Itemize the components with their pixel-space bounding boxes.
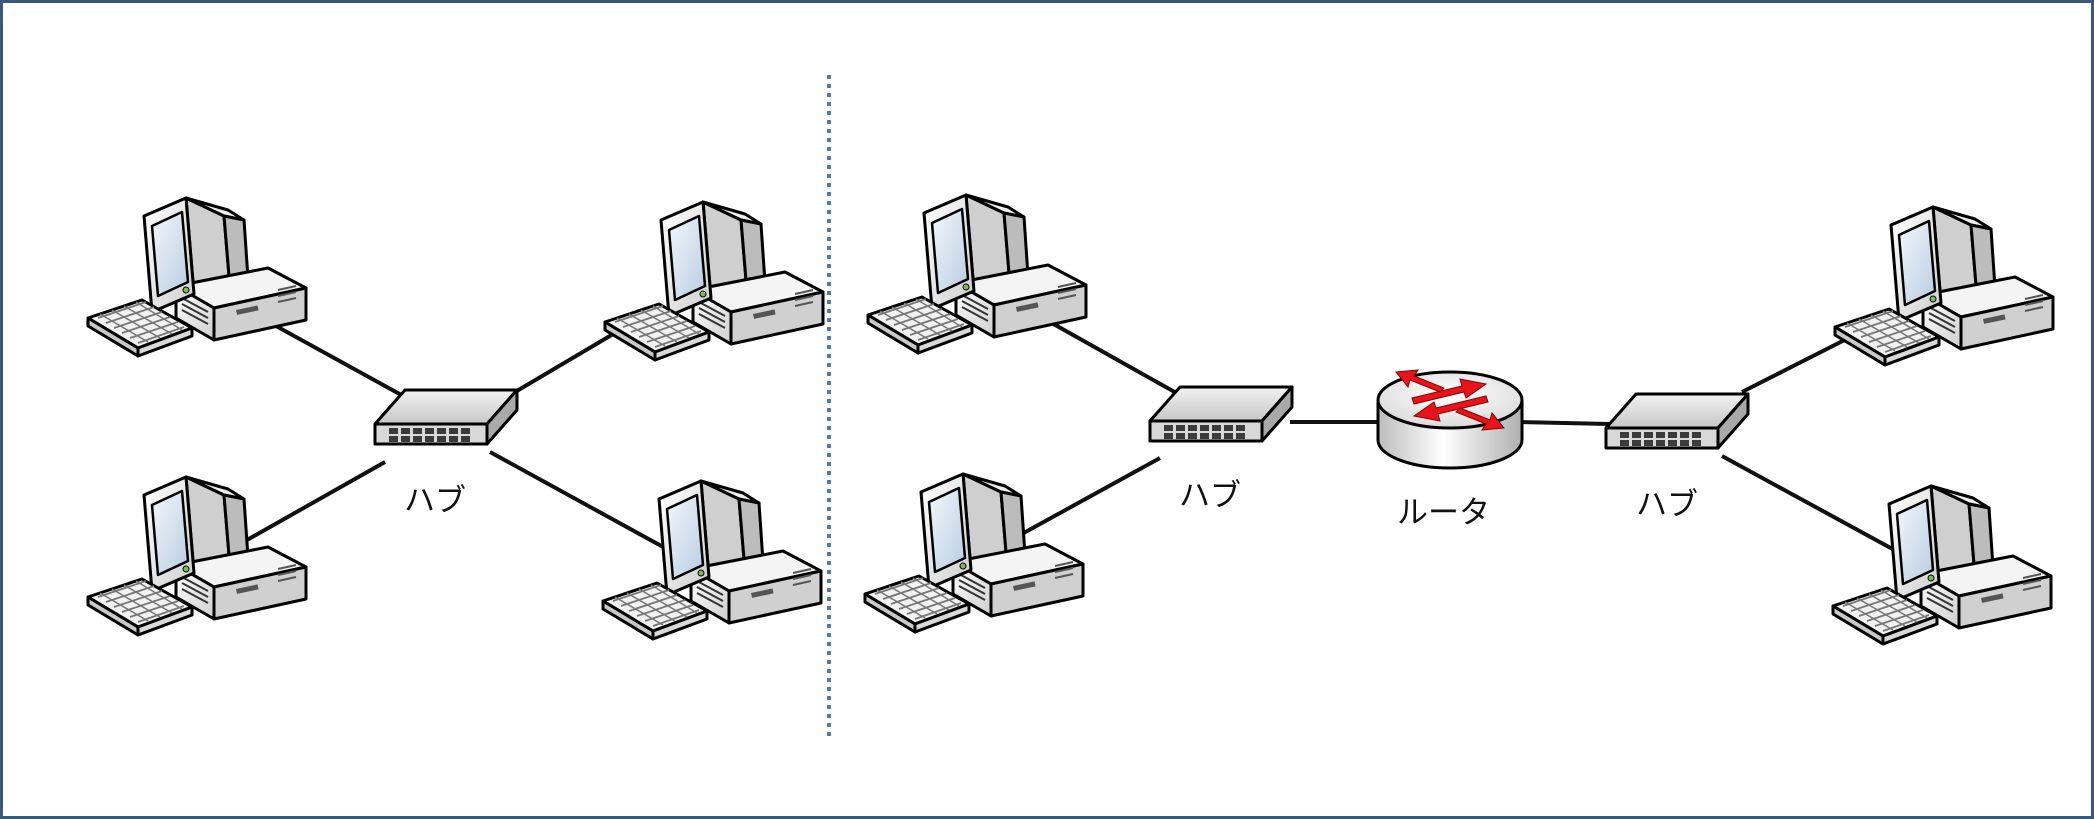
hub-label: ハブ — [404, 483, 466, 519]
hub-icon — [1604, 392, 1750, 450]
cable — [508, 328, 622, 397]
hub-icon — [1148, 385, 1294, 443]
cable — [489, 450, 666, 550]
cable — [246, 460, 386, 542]
right-cables — [1019, 306, 1899, 554]
right-network: ハブ ルータ ハブ — [863, 193, 2055, 646]
router-icon — [1376, 369, 1524, 470]
hub-icon — [373, 388, 519, 446]
cable — [1019, 456, 1161, 537]
hub-left-label: ハブ — [1179, 478, 1241, 514]
left-network: ハブ — [86, 196, 825, 641]
cable — [1721, 454, 1899, 554]
cable — [1519, 420, 1611, 426]
hub-right-label: ハブ — [1636, 487, 1698, 523]
router-label: ルータ — [1397, 495, 1490, 531]
